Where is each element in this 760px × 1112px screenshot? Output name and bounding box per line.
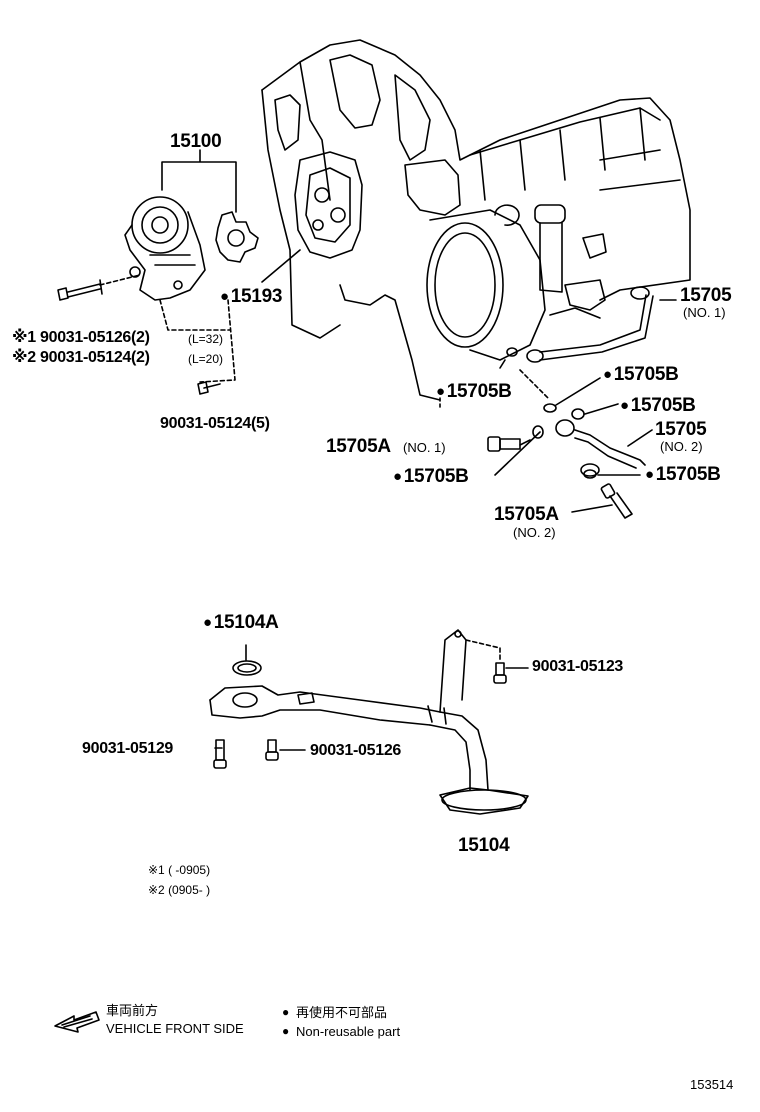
pipe-leaders: [439, 359, 641, 513]
oil-pipe-no2: [555, 419, 653, 477]
legend-nonreuse-en: Non-reusable part: [296, 1024, 401, 1039]
legend-dot-icon: ●: [282, 1005, 290, 1019]
oil-pipe-no1: [526, 286, 677, 363]
label-15193: 15193: [220, 287, 283, 306]
note2-length: (L=20): [188, 352, 224, 366]
label-15705-no2-sub: (NO. 2): [660, 439, 703, 454]
label-15705A-no2: 15705A: [494, 504, 559, 525]
label-15104A: 15104A: [203, 613, 279, 632]
union-bolt-no1: [487, 436, 521, 452]
label-15705B-d: 15705B: [393, 467, 469, 486]
footnote-1: ※1 ( -0905): [148, 863, 211, 877]
figure-id: 153514: [690, 1077, 734, 1092]
label-90031-05124-5: 90031-05124(5): [160, 415, 270, 432]
label-15705A-no1-sub: (NO. 1): [403, 440, 446, 455]
leader-15193: [261, 249, 301, 283]
label-15705B-c: 15705B: [620, 396, 696, 415]
gaskets-15705B: [506, 347, 597, 479]
oil-strainer: [209, 629, 529, 815]
note1-length: (L=32): [188, 332, 224, 346]
label-15705B-e: 15705B: [645, 465, 721, 484]
water-pump-assembly: [124, 149, 259, 301]
union-bolt-no2: [600, 483, 633, 519]
label-15705B-a: 15705B: [603, 365, 679, 384]
label-90031-05126: 90031-05126: [310, 742, 402, 759]
legend-front-jp: 車両前方: [106, 1003, 159, 1018]
water-pump-bolts: [57, 274, 236, 395]
strainer-bolts: [213, 644, 529, 769]
label-15705A-no1: 15705A: [326, 436, 391, 457]
engine-block-outline: [261, 39, 691, 401]
label-15705B-b: 15705B: [436, 382, 512, 401]
label-15104: 15104: [458, 835, 510, 856]
label-90031-05124-2: 90031-05124(2): [40, 349, 150, 366]
label-15705-no1: 15705: [680, 285, 732, 306]
label-15100: 15100: [170, 131, 222, 152]
label-15705-no2: 15705: [655, 419, 707, 440]
oil-pump-housing: [426, 204, 607, 361]
note1-mark: ※1: [12, 329, 36, 346]
label-15705-no1-sub: (NO. 1): [683, 305, 726, 320]
label-90031-05129: 90031-05129: [82, 740, 174, 757]
label-90031-05126-2: 90031-05126(2): [40, 329, 150, 346]
note2-mark: ※2: [12, 349, 36, 366]
footnote-2: ※2 (0905- ): [148, 883, 211, 897]
legend-nonreuse-jp: 再使用不可部品: [296, 1005, 388, 1020]
front-arrow-icon: [54, 1011, 100, 1033]
legend-front-en: VEHICLE FRONT SIDE: [106, 1021, 244, 1036]
label-90031-05123: 90031-05123: [532, 658, 624, 675]
label-15705A-no2-sub: (NO. 2): [513, 525, 556, 540]
legend-dot-icon-2: ●: [282, 1024, 290, 1038]
